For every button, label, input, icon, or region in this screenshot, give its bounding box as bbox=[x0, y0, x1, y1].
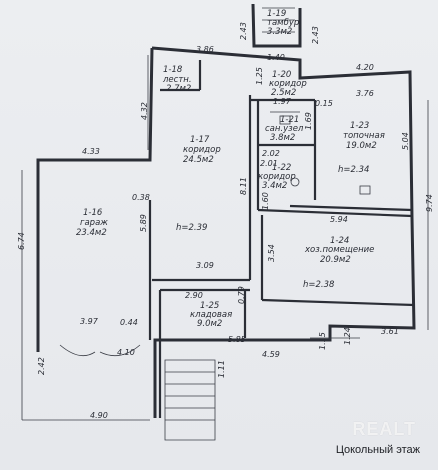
dim-3-86: 3.86 bbox=[196, 45, 214, 54]
room-1-19-area: 3.3м2 bbox=[267, 27, 292, 37]
room-1-22-area: 3.4м2 bbox=[262, 181, 287, 191]
room-1-18-area: 2.7м2 bbox=[166, 84, 191, 94]
dim-3-76: 3.76 bbox=[356, 89, 374, 98]
room-1-24-name: хоз.помещение bbox=[304, 245, 374, 255]
room-1-21-id: 1-21 bbox=[280, 115, 299, 125]
room-1-25-area: 9.0м2 bbox=[197, 319, 222, 329]
height-1-23: h=2.34 bbox=[338, 165, 369, 175]
watermark-logo: REALT bbox=[352, 419, 416, 439]
room-1-17-name: коридор bbox=[183, 145, 221, 155]
dim-0-44: 0.44 bbox=[120, 318, 138, 327]
height-1-24: h=2.38 bbox=[303, 280, 335, 290]
room-1-22-name: коридор bbox=[258, 172, 296, 182]
dim-4-33: 4.33 bbox=[82, 147, 100, 156]
inner-walls bbox=[148, 60, 415, 418]
room-1-23-id: 1-23 bbox=[350, 121, 369, 131]
dim-4-10: 4.10 bbox=[117, 348, 135, 357]
room-1-22-id: 1-22 bbox=[272, 163, 291, 173]
dim-9-74: 9.74 bbox=[425, 194, 434, 212]
dim-5-85: 5.85 bbox=[228, 335, 246, 344]
dim-2-90: 2.90 bbox=[185, 291, 203, 300]
room-1-18-id: 1-18 bbox=[163, 65, 183, 75]
room-1-16-id: 1-16 bbox=[83, 208, 103, 218]
dim-1-60: 1.60 bbox=[261, 192, 270, 210]
dim-8-11: 8.11 bbox=[239, 177, 248, 195]
dim-1-69: 1.69 bbox=[304, 112, 313, 130]
dim-3-09: 3.09 bbox=[196, 261, 214, 270]
dim-4-20: 4.20 bbox=[356, 63, 374, 72]
dim-3-61: 3.61 bbox=[381, 327, 399, 336]
dim-5-94: 5.94 bbox=[330, 215, 348, 224]
dim-1-15: 1.15 bbox=[318, 332, 327, 350]
room-1-20-id: 1-20 bbox=[272, 70, 291, 80]
dim-5-04: 5.04 bbox=[401, 132, 410, 150]
room-1-24-area: 20.9м2 bbox=[320, 255, 351, 265]
dim-2-01: 2.01 bbox=[260, 159, 278, 168]
room-1-25-id: 1-25 bbox=[200, 301, 219, 311]
room-1-21-area: 3.8м2 bbox=[270, 133, 295, 143]
room-1-17-id: 1-17 bbox=[190, 135, 210, 145]
dim-3-54: 3.54 bbox=[267, 244, 276, 262]
room-1-23-name: топочная bbox=[343, 131, 385, 141]
height-1-17: h=2.39 bbox=[176, 223, 207, 233]
dim-0-38: 0.38 bbox=[132, 193, 150, 202]
dim-1-11: 1.11 bbox=[217, 360, 226, 378]
room-1-16-area: 23.4м2 bbox=[76, 228, 107, 238]
room-1-24-id: 1-24 bbox=[330, 236, 349, 246]
dim-6-74: 6.74 bbox=[17, 232, 26, 250]
dim-2-43-right: 2.43 bbox=[311, 26, 320, 44]
room-1-18-name: лестн. bbox=[162, 75, 192, 85]
room-1-23-area: 19.0м2 bbox=[346, 141, 377, 151]
dimension-labels: 3.86 2.43 1.40 2.43 4.20 1.25 1.97 0.15 … bbox=[17, 22, 434, 420]
dim-1-24: 1.24 bbox=[343, 327, 352, 345]
dim-0-79: 0.79 bbox=[237, 286, 246, 304]
dim-5-89: 5.89 bbox=[139, 214, 148, 232]
dim-2-42: 2.42 bbox=[37, 357, 46, 375]
dim-0-15: 0.15 bbox=[315, 99, 333, 108]
dim-2-02: 2.02 bbox=[262, 149, 280, 158]
room-1-19-id: 1-19 bbox=[267, 9, 286, 19]
dim-1-97: 1.97 bbox=[273, 97, 292, 106]
outer-walls bbox=[36, 3, 416, 418]
room-1-16-name: гараж bbox=[80, 218, 108, 228]
room-1-20-name: коридор bbox=[269, 79, 307, 89]
dim-4-59: 4.59 bbox=[262, 350, 280, 359]
dim-1-25: 1.25 bbox=[255, 67, 264, 85]
room-1-17-area: 24.5м2 bbox=[183, 155, 214, 165]
room-1-20-area: 2.5м2 bbox=[271, 88, 296, 98]
dim-4-32: 4.32 bbox=[140, 102, 149, 120]
dim-2-43-left: 2.43 bbox=[239, 22, 248, 40]
dim-1-40: 1.40 bbox=[267, 53, 285, 62]
room-1-21-name: сан.узел bbox=[265, 124, 304, 134]
room-1-25-name: кладовая bbox=[190, 310, 232, 320]
dimension-lines bbox=[21, 7, 429, 441]
floor-caption: Цокольный этаж bbox=[335, 444, 420, 456]
dim-4-90: 4.90 bbox=[90, 411, 108, 420]
dim-3-97: 3.97 bbox=[80, 317, 99, 326]
room-1-19-name: тамбур bbox=[267, 18, 299, 28]
